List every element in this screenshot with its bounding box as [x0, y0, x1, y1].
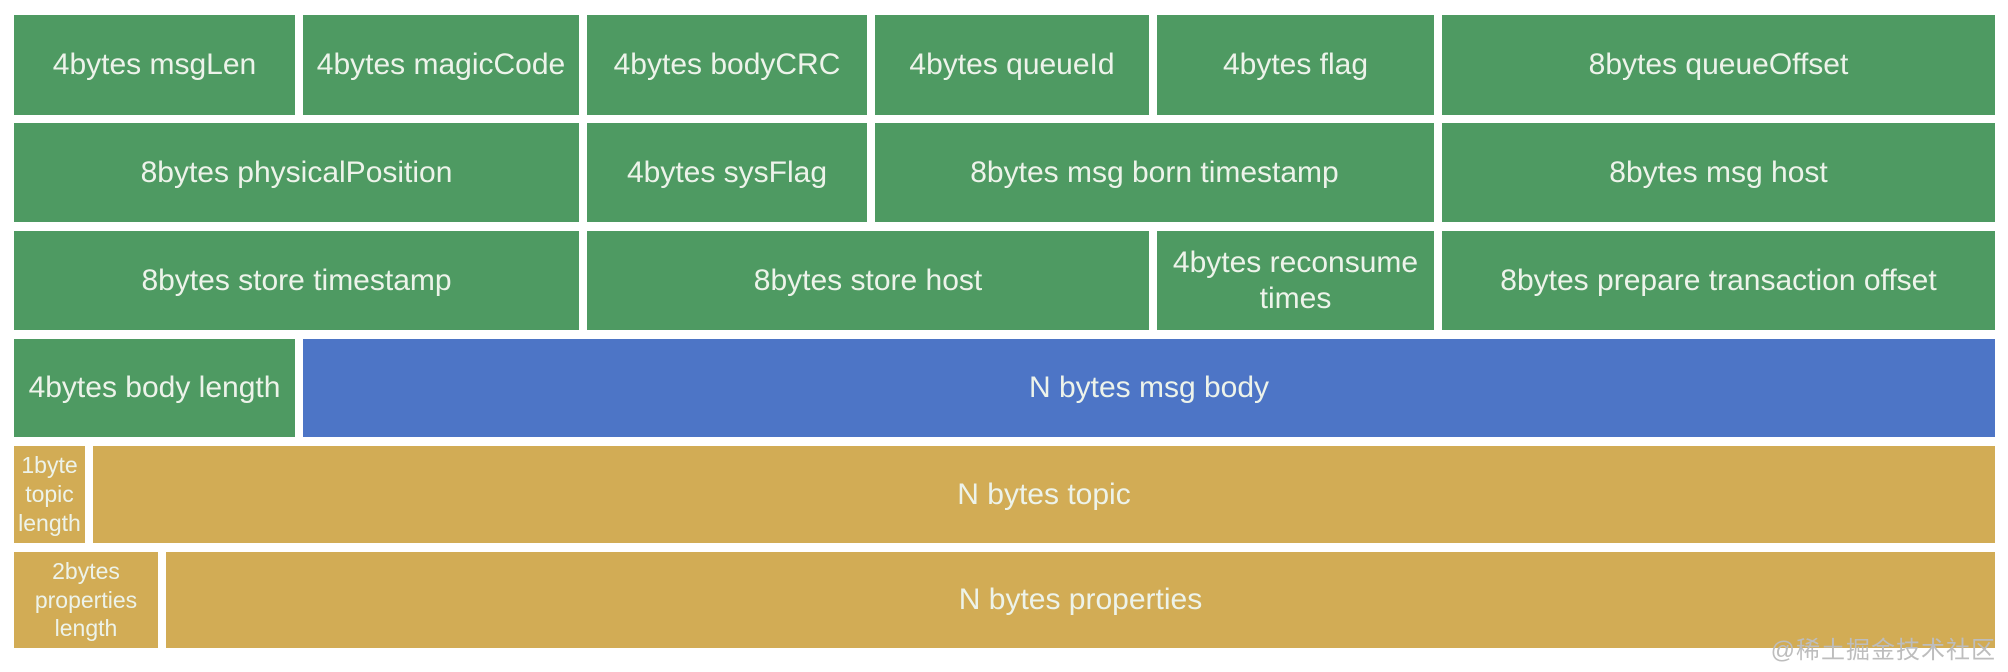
field-bodycrc: 4bytes bodyCRC: [587, 15, 867, 115]
field-msg-body: N bytes msg body: [303, 339, 1995, 437]
field-body-length: 4bytes body length: [14, 339, 295, 437]
field-prepare-transaction-offset: 8bytes prepare transaction offset: [1442, 231, 1995, 330]
field-msg-born-timestamp: 8bytes msg born timestamp: [875, 123, 1434, 222]
field-properties-length: 2bytes properties length: [14, 552, 158, 648]
field-magiccode: 4bytes magicCode: [303, 15, 579, 115]
field-flag: 4bytes flag: [1157, 15, 1434, 115]
field-store-timestamp: 8bytes store timestamp: [14, 231, 579, 330]
field-topic: N bytes topic: [93, 446, 1995, 543]
field-msglen: 4bytes msgLen: [14, 15, 295, 115]
field-reconsume-times: 4bytes reconsume times: [1157, 231, 1434, 330]
field-msg-host: 8bytes msg host: [1442, 123, 1995, 222]
field-queueid: 4bytes queueId: [875, 15, 1149, 115]
field-sysflag: 4bytes sysFlag: [587, 123, 867, 222]
field-queueoffset: 8bytes queueOffset: [1442, 15, 1995, 115]
site-watermark: @稀土掘金技术社区: [1770, 637, 1996, 664]
field-properties: N bytes properties: [166, 552, 1995, 648]
field-physicalposition: 8bytes physicalPosition: [14, 123, 579, 222]
field-topic-length: 1byte topic length: [14, 446, 85, 543]
field-store-host: 8bytes store host: [587, 231, 1149, 330]
